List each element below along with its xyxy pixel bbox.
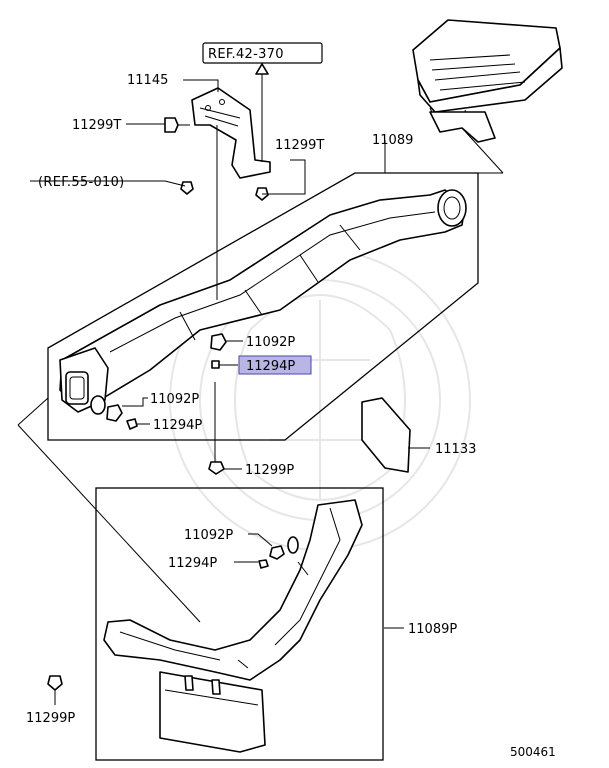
label-11089p[interactable]: 11089P: [408, 622, 457, 637]
bolt-11299p-mid: [208, 461, 225, 475]
bolt-ref-55-010: [180, 181, 194, 195]
label-11092p-left[interactable]: 11092P: [150, 392, 199, 407]
bolt-11299t-left: [164, 117, 190, 133]
bolt-11299p-bottom: [47, 675, 63, 705]
label-11299t-right[interactable]: 11299T: [275, 138, 324, 153]
clip-11294p-left: [126, 418, 138, 430]
air-cleaner: [412, 19, 563, 143]
box-connector-left: [17, 397, 49, 426]
label-11299p-bottom[interactable]: 11299P: [26, 711, 75, 726]
label-11145[interactable]: 11145: [127, 73, 168, 88]
leader-lines: [30, 62, 430, 629]
box-connector-left-2: [17, 424, 201, 623]
ref-top-frame: [202, 42, 323, 64]
air-duct-11089: [59, 189, 467, 413]
ref-top-label[interactable]: REF.42-370: [208, 47, 284, 62]
grommet-11092p-left: [90, 395, 123, 422]
air-duct-11089p: [103, 499, 363, 753]
label-11294p-left[interactable]: 11294P: [153, 418, 202, 433]
upper-assembly-box: [47, 172, 479, 441]
label-11299t-left[interactable]: 11299T: [72, 118, 121, 133]
gasket-11133: [361, 397, 411, 473]
clip-11294p-highlight: [211, 360, 220, 369]
bracket-11145: [191, 87, 271, 179]
label-11092p-upper[interactable]: 11092P: [246, 335, 295, 350]
label-11294p-lower[interactable]: 11294P: [168, 556, 217, 571]
grommet-11092p-upper: [210, 333, 227, 351]
highlight-11294p: [238, 355, 312, 375]
label-11089[interactable]: 11089: [372, 133, 413, 148]
lower-assembly-box: [95, 487, 384, 761]
label-11299p-mid[interactable]: 11299P: [245, 463, 294, 478]
label-11294p-highlight[interactable]: 11294P: [246, 359, 295, 374]
diagram-id: 500461: [510, 745, 556, 759]
label-11092p-lower[interactable]: 11092P: [184, 528, 233, 543]
air-cleaner-leader: [461, 127, 504, 174]
ref-left-label[interactable]: (REF.55-010): [38, 175, 125, 190]
label-11133[interactable]: 11133: [435, 442, 476, 457]
